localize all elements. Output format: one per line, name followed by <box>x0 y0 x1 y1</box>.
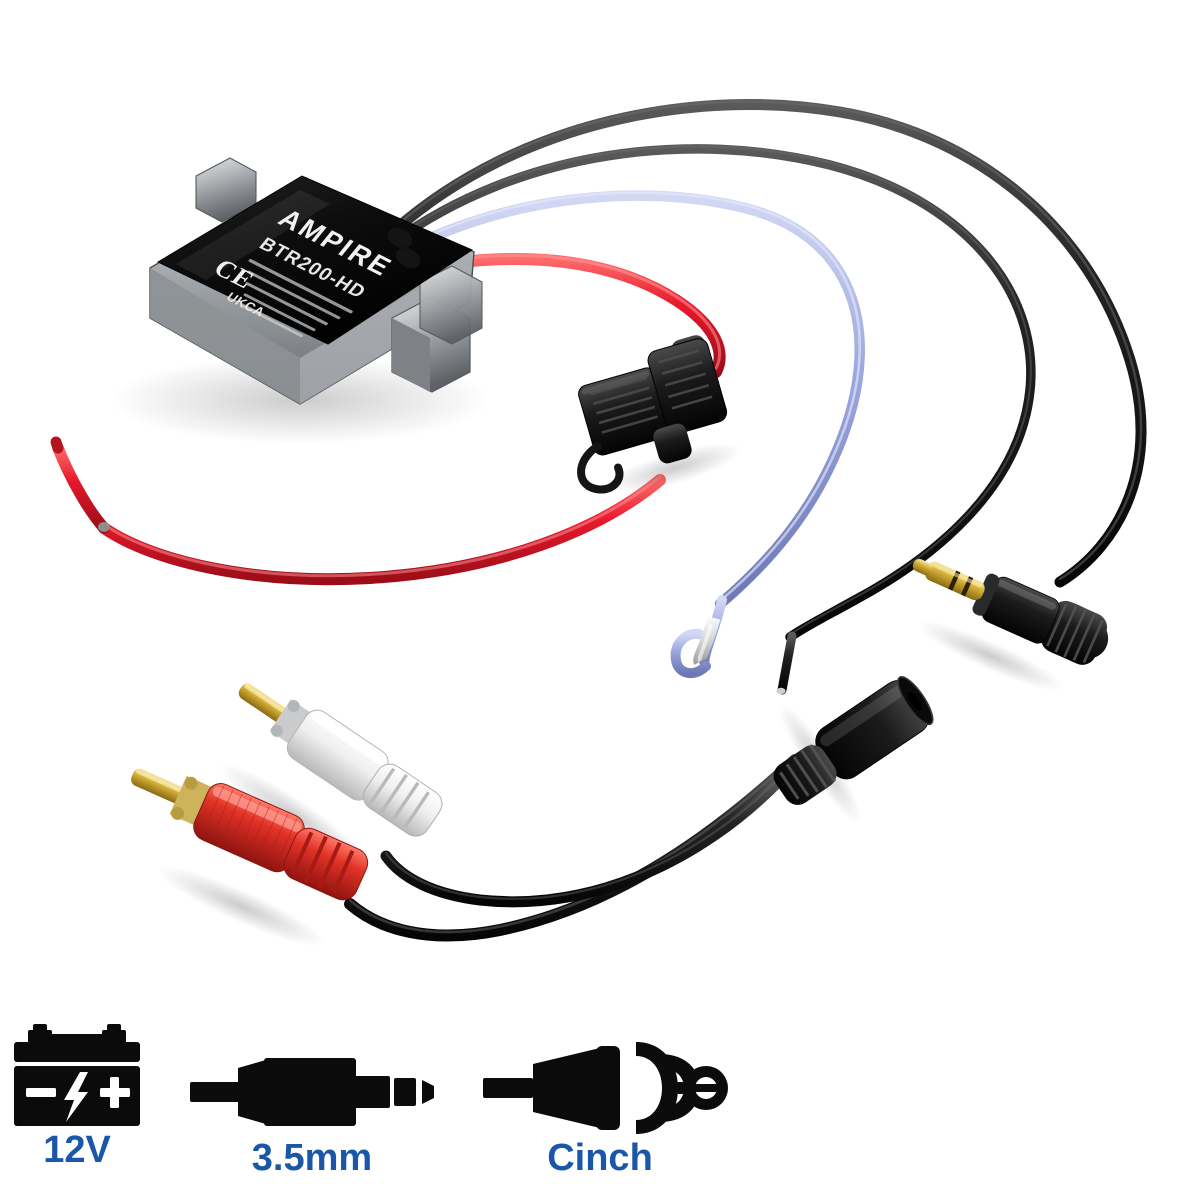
product-photo: AMPIRE BTR200-HD CE UKCA <box>50 99 1147 947</box>
wire-harness <box>50 99 1147 942</box>
cinch-caption: Cinch <box>547 1137 653 1179</box>
rca-output-cable-branch <box>380 774 786 908</box>
jack-35mm-male <box>912 559 1109 691</box>
power-wire-tip <box>50 436 110 534</box>
car-battery-icon <box>14 1024 140 1126</box>
battery-caption: 12V <box>43 1129 111 1171</box>
jack-caption: 3.5mm <box>252 1137 372 1179</box>
btr200-hd-module: AMPIRE BTR200-HD CE UKCA <box>110 157 490 444</box>
ground-wire <box>387 144 1036 642</box>
icon-item-jack-35mm: 3.5mm <box>190 1058 434 1179</box>
ground-wire-tip <box>776 631 797 695</box>
module-wire-exit <box>387 228 421 268</box>
rca-output-cable <box>344 754 801 942</box>
headphone-jack-icon <box>190 1058 434 1126</box>
icon-item-cinch: Cinch <box>483 1042 728 1179</box>
icon-item-battery-12v: 12V <box>14 1024 140 1171</box>
module-clip-rear <box>419 265 483 345</box>
module-label-face <box>156 175 474 345</box>
jack-35mm-female <box>773 676 934 824</box>
cinch-rca-icon <box>483 1042 728 1134</box>
remote-wire-end <box>670 595 727 679</box>
remote-turn-on-wire <box>384 190 865 610</box>
power-positive-wire-lower <box>98 474 666 586</box>
rca-plug-red <box>131 768 369 947</box>
feature-icon-row: 12V 3.5mm <box>0 1020 1200 1200</box>
inline-fuse-holder <box>577 335 742 494</box>
